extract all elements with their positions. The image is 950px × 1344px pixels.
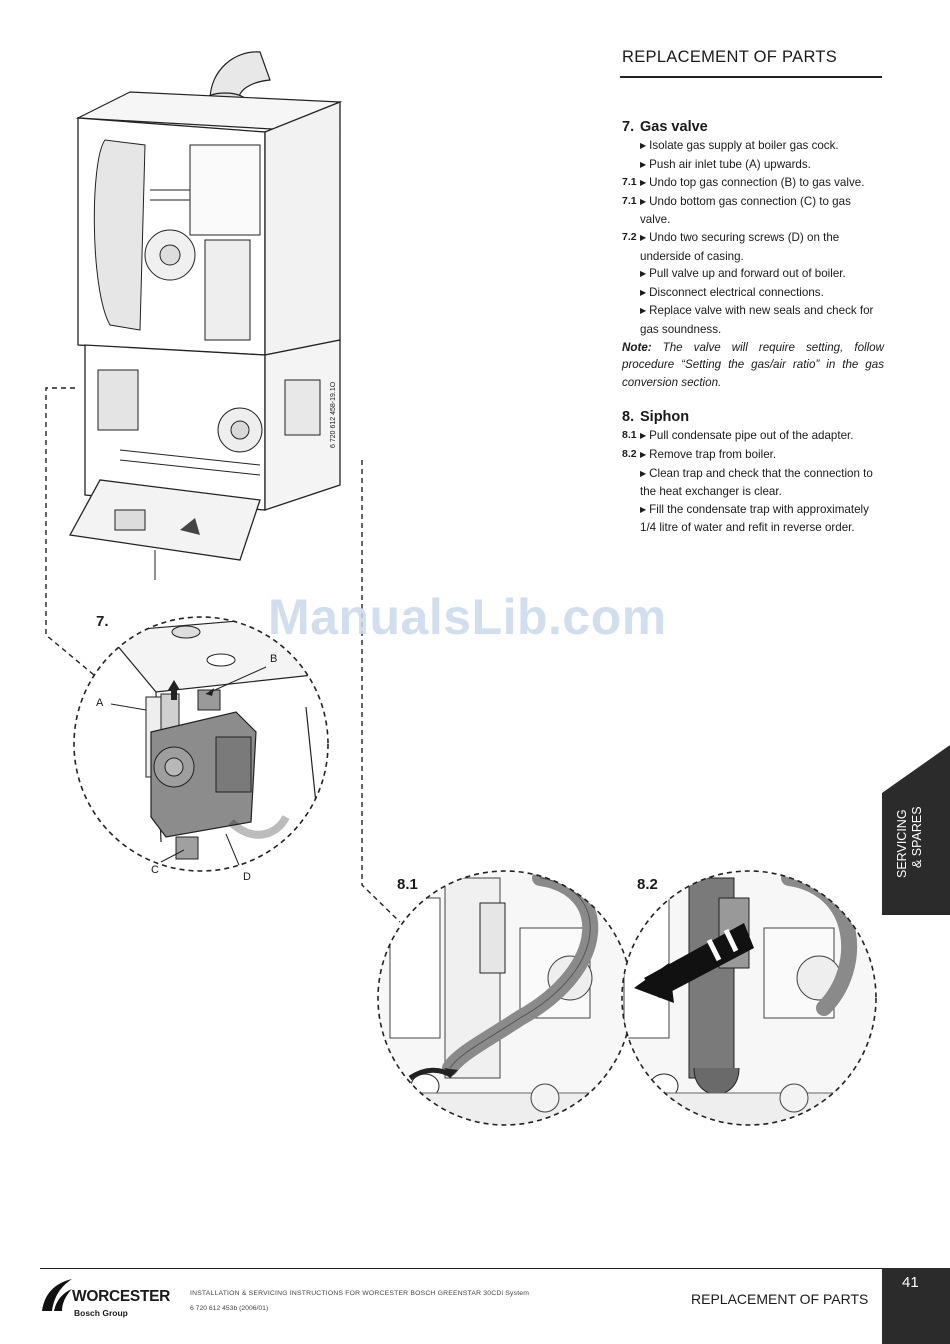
bullet-arrow-icon: ▶ <box>640 468 647 478</box>
step-text: Pull condensate pipe out of the adapter. <box>649 429 854 443</box>
page-number: 41 <box>902 1274 919 1291</box>
section8-step: 8.2▶Remove trap from boiler. <box>622 446 884 465</box>
document-title: INSTALLATION & SERVICING INSTRUCTIONS FO… <box>190 1290 530 1297</box>
bullet-arrow-icon: ▶ <box>640 431 647 441</box>
section7-step: 7.2▶Undo two securing screws (D) on the … <box>622 229 884 265</box>
bullet-arrow-icon: ▶ <box>640 287 647 297</box>
boiler-exploded-illustration <box>68 51 343 580</box>
step-text: Clean trap and check that the connection… <box>640 466 873 499</box>
section-7-title: 7.Gas valve <box>622 119 708 135</box>
step-text: Pull valve up and forward out of boiler. <box>649 267 846 281</box>
bullet-arrow-icon: ▶ <box>640 178 647 188</box>
bullet-arrow-icon: ▶ <box>640 141 647 150</box>
step-reference: 7.1 <box>622 194 637 207</box>
instructions-column: 7.Gas valve ▶Isolate gas supply at boile… <box>622 117 884 537</box>
worcester-logo-icon <box>42 1279 72 1311</box>
step-reference: 7.2 <box>622 230 637 243</box>
watermark: ManualsLib.com <box>268 589 667 645</box>
bullet-arrow-icon: ▶ <box>640 269 647 279</box>
section8-step: 8.1▶Pull condensate pipe out of the adap… <box>622 427 884 446</box>
step-text: Push air inlet tube (A) upwards. <box>649 157 811 171</box>
section8-step: ▶Clean trap and check that the connectio… <box>622 465 884 501</box>
footer-divider <box>40 1268 882 1269</box>
footer-section-title: REPLACEMENT OF PARTS <box>691 1291 869 1307</box>
brand-name: WORCESTER <box>72 1288 171 1305</box>
section7-step: ▶Replace valve with new seals and check … <box>622 302 884 338</box>
callout-d: D <box>243 871 251 883</box>
gas-valve-detail-figure <box>73 616 329 872</box>
page-header-title: REPLACEMENT OF PARTS <box>622 48 838 66</box>
callout-a: A <box>96 697 104 709</box>
step-reference: 8.1 <box>622 429 637 442</box>
step-text: Disconnect electrical connections. <box>649 285 824 299</box>
bullet-arrow-icon: ▶ <box>640 159 647 169</box>
section7-step: ▶Pull valve up and forward out of boiler… <box>622 265 884 284</box>
step-text: Remove trap from boiler. <box>649 447 777 461</box>
section-8-title: 8.Siphon <box>622 409 690 426</box>
bullet-arrow-icon: ▶ <box>640 232 647 242</box>
fig8-leader-line <box>361 460 401 923</box>
step-text: Replace valve with new seals and check f… <box>640 304 874 336</box>
section-8-steps: 8.1▶Pull condensate pipe out of the adap… <box>622 427 884 537</box>
header-divider <box>620 76 882 78</box>
step-text: Undo top gas connection (B) to gas valve… <box>649 176 865 190</box>
section-7-steps: ▶Isolate gas supply at boiler gas cock.▶… <box>622 137 884 339</box>
step-reference: 8.2 <box>622 447 637 460</box>
figure-7-label: 7. <box>96 613 109 630</box>
figure-8-2-label: 8.2 <box>637 876 658 893</box>
step-text: Undo bottom gas connection (C) to gas va… <box>640 194 851 227</box>
brand-subtitle: Bosch Group <box>74 1308 128 1318</box>
figure-8-1-label: 8.1 <box>397 876 418 893</box>
section-7-note: Note: The valve will require setting, fo… <box>622 340 884 389</box>
bullet-arrow-icon: ▶ <box>640 449 647 459</box>
svg-text:& SPARES: & SPARES <box>910 806 924 868</box>
section7-step: 7.1▶Undo bottom gas connection (C) to ga… <box>622 193 884 229</box>
step-text: Isolate gas supply at boiler gas cock. <box>649 139 839 152</box>
siphon-detail-8-2 <box>621 870 877 1126</box>
siphon-detail-8-1 <box>377 870 633 1126</box>
bullet-arrow-icon: ▶ <box>640 196 647 206</box>
svg-text:SERVICING: SERVICING <box>895 809 909 878</box>
step-text: Fill the condensate trap with approximat… <box>640 502 869 535</box>
step-reference: 7.1 <box>622 176 637 189</box>
step-text: Undo two securing screws (D) on the unde… <box>640 230 840 263</box>
document-code: 6 720 612 453b (2006/01) <box>190 1305 269 1312</box>
bullet-arrow-icon: ▶ <box>640 504 647 514</box>
section-tab-label: SERVICING & SPARES <box>895 806 924 878</box>
section7-step: ▶Disconnect electrical connections. <box>622 284 884 303</box>
section7-step: ▶Push air inlet tube (A) upwards. <box>622 156 884 175</box>
callout-b: B <box>270 653 278 665</box>
section-tab <box>882 745 950 915</box>
bullet-arrow-icon: ▶ <box>640 306 647 316</box>
section7-step: ▶Isolate gas supply at boiler gas cock. <box>622 137 884 156</box>
section8-step: ▶Fill the condensate trap with approxima… <box>622 501 884 537</box>
page-number-box <box>882 1268 950 1344</box>
callout-c: C <box>151 864 159 876</box>
section7-step: 7.1▶Undo top gas connection (B) to gas v… <box>622 174 884 193</box>
